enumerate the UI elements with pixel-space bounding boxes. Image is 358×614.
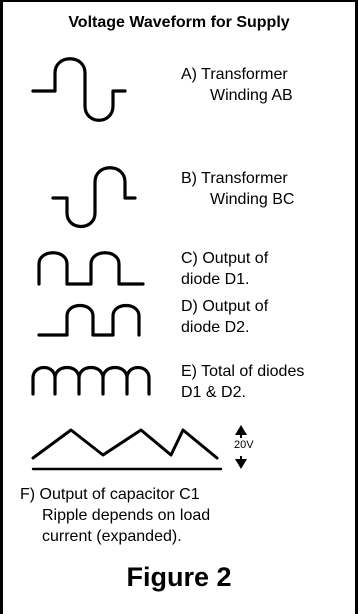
- scale-down-arrow: [235, 459, 247, 469]
- label-b: B) Transformer Winding BC: [181, 168, 294, 210]
- label-e: E) Total of diodes D1 & D2.: [181, 361, 304, 403]
- label-e-line-2: D1 & D2.: [181, 384, 246, 401]
- label-f-line-3: current (expanded).: [42, 528, 182, 545]
- figure-title: Voltage Waveform for Supply: [68, 14, 290, 31]
- label-c-line-1: C) Output of: [181, 250, 269, 267]
- waveform-d-diode-d2: [37, 303, 141, 337]
- waveform-diagrams: [31, 57, 247, 471]
- waveform-e-total: [31, 365, 151, 396]
- label-a-line-2: Winding AB: [210, 87, 293, 104]
- label-b-line-1: B) Transformer: [181, 170, 288, 187]
- label-a: A) Transformer Winding AB: [181, 64, 293, 106]
- waveform-b-winding-bc: [51, 166, 137, 229]
- label-f: F) Output of capacitor C1 Ripple depends…: [20, 484, 210, 547]
- label-d-line-1: D) Output of: [181, 298, 269, 315]
- label-d: D) Output of diode D2.: [181, 296, 268, 338]
- label-e-line-1: E) Total of diodes: [181, 363, 305, 380]
- label-b-line-2: Winding BC: [210, 191, 295, 208]
- ripple-scale-label: 20V: [234, 439, 254, 451]
- label-c-line-2: diode D1.: [181, 271, 250, 288]
- label-f-line-2: Ripple depends on load: [42, 507, 211, 524]
- waveform-a-winding-ab: [31, 57, 127, 122]
- label-d-line-2: diode D2.: [181, 319, 250, 336]
- label-f-line-1: F) Output of capacitor C1: [20, 486, 200, 503]
- ripple-scale-arrows: [235, 425, 247, 469]
- waveform-c-diode-d1: [37, 251, 145, 286]
- scale-up-arrow: [235, 425, 247, 435]
- figure-caption: Figure 2: [126, 562, 232, 592]
- label-c: C) Output of diode D1.: [181, 248, 268, 290]
- label-a-line-1: A) Transformer: [181, 66, 288, 83]
- waveform-f-ripple: [31, 428, 219, 460]
